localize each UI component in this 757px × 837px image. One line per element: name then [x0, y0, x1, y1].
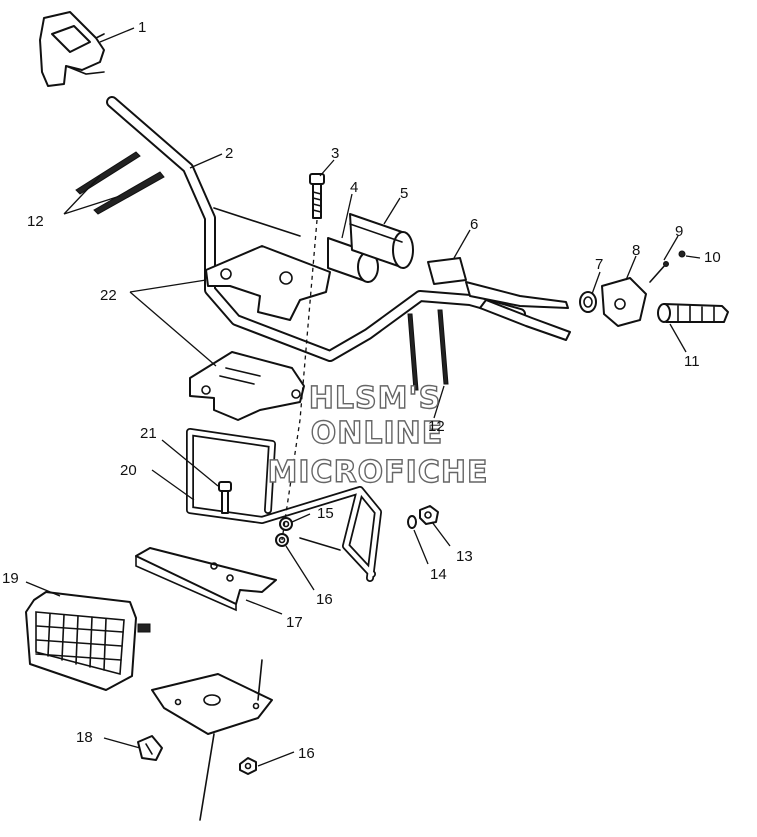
part-screw-9	[649, 261, 669, 283]
assembly-centerline	[281, 219, 318, 541]
callout-21: 21	[140, 425, 157, 442]
part-bolt-3	[309, 173, 325, 219]
callout-15: 15	[317, 505, 334, 522]
callout-18: 18	[76, 729, 93, 746]
part-bolt-21	[218, 481, 232, 514]
callout-3: 3	[331, 145, 339, 162]
part-strap-left	[75, 151, 165, 215]
watermark-line-3: MICROFICHE	[268, 455, 489, 490]
callout-20: 20	[120, 462, 137, 479]
part-handlebar-cover	[39, 11, 105, 87]
part-lower-plate	[151, 659, 273, 821]
part-pad-5	[349, 213, 414, 269]
part-nut-13	[419, 505, 439, 525]
part-washer-14	[407, 515, 417, 529]
callout-16-lower: 16	[298, 745, 315, 762]
callout-1: 1	[138, 19, 146, 36]
callout-7: 7	[595, 256, 603, 273]
watermark-line-2: ONLINE	[311, 416, 444, 451]
part-lever-6	[427, 257, 571, 341]
callout-9: 9	[675, 223, 683, 240]
callout-4: 4	[350, 179, 358, 196]
part-ring-7	[579, 291, 597, 313]
callout-6: 6	[470, 216, 478, 233]
callout-14: 14	[430, 566, 447, 583]
callout-17: 17	[286, 614, 303, 631]
callout-8: 8	[632, 242, 640, 259]
part-clamp-lower	[189, 351, 305, 421]
callout-12-right: 12	[428, 418, 445, 435]
part-nut-16-lower	[239, 757, 257, 775]
part-bracket-20	[186, 428, 382, 582]
part-clamp-upper	[205, 245, 331, 321]
callout-labels: 1 2 3 4 5 6 7 8 9 10 11 12 12 13 14 15 1…	[2, 19, 721, 762]
callout-11: 11	[684, 353, 700, 370]
part-screw-10	[678, 250, 686, 258]
callout-2: 2	[225, 145, 233, 162]
callout-19: 19	[2, 570, 19, 587]
part-nut-15	[279, 517, 293, 531]
part-housing-8	[601, 277, 647, 327]
callout-13: 13	[456, 548, 473, 565]
callout-10: 10	[704, 249, 721, 266]
part-clip-18	[137, 735, 163, 761]
part-plate-17	[135, 547, 277, 612]
part-headlight-19	[25, 591, 151, 691]
part-strap-right	[407, 309, 449, 391]
callout-16-upper: 16	[316, 591, 333, 608]
callout-22: 22	[100, 287, 117, 304]
part-grip-11	[657, 303, 729, 323]
leader-lines	[25, 27, 701, 767]
part-handlebar	[106, 96, 526, 362]
watermark-line-1: HLSM'S	[309, 381, 441, 416]
callout-5: 5	[400, 185, 408, 202]
watermark: HLSM'S ONLINE MICROFICHE	[267, 380, 489, 490]
callout-12-left: 12	[27, 213, 44, 230]
